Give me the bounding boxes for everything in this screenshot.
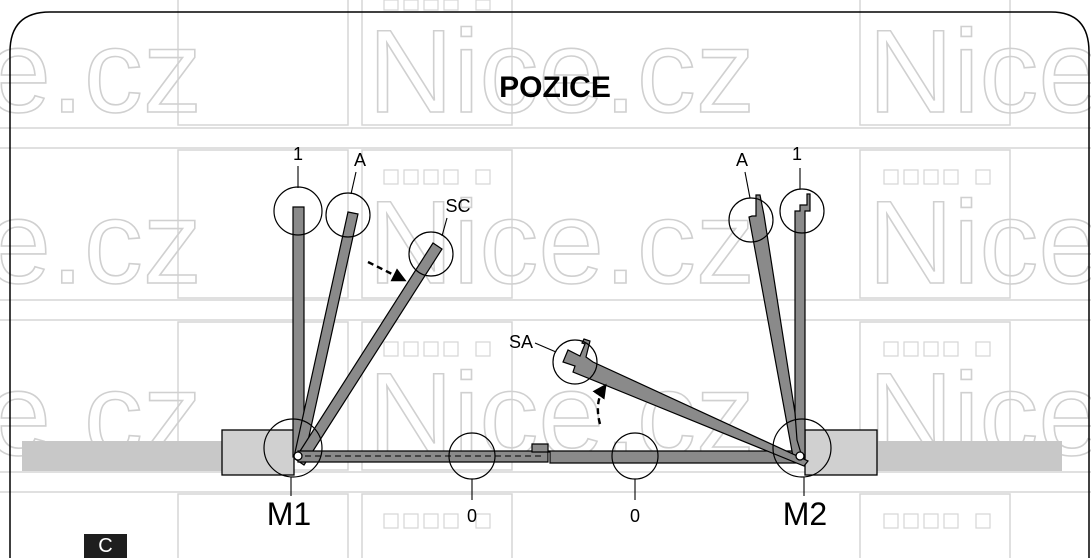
watermark-text: Nice.cz: [868, 177, 1091, 309]
position-circles: [263, 186, 832, 480]
figure-letter-badge: C: [84, 534, 127, 558]
leaf-right-position-sa: [562, 338, 809, 467]
label-sa: SA: [509, 332, 533, 352]
watermark-text: Nice.cz: [0, 6, 202, 138]
diagram-title: POZICE: [499, 71, 611, 104]
leaf-right-position-a: [748, 194, 804, 463]
right-gate-leaves: [531, 193, 811, 467]
circle-m1: [263, 418, 323, 478]
leaf-left-position-sc: [294, 242, 443, 466]
motor-box-right: [804, 429, 878, 476]
leader-lines: [290, 166, 805, 500]
circle-m2: [772, 418, 832, 478]
hinge-left: [293, 451, 303, 461]
wall-left: [22, 441, 224, 471]
circle-sa: [552, 339, 598, 385]
wall-right: [877, 441, 1062, 471]
label-right-1: 1: [792, 144, 802, 164]
watermark-text: Nice.cz: [368, 6, 755, 138]
circle-left-a: [325, 192, 371, 238]
diagram-frame: [9, 11, 1090, 558]
left-gate-leaves: [292, 206, 549, 466]
circle-right-1: [779, 188, 825, 234]
label-left-sc: SC: [445, 196, 470, 216]
circle-right-a: [728, 197, 774, 243]
label-left-a: A: [354, 150, 366, 170]
motor-box-left: [221, 429, 295, 476]
watermark-text: Nice.cz: [868, 6, 1091, 138]
watermark-small-squares: [383, 0, 991, 529]
label-motor-m1: M1: [267, 496, 311, 532]
label-closed-left: 0: [467, 506, 477, 526]
hinge-right: [795, 451, 805, 461]
label-left-1: 1: [293, 144, 303, 164]
label-right-a: A: [736, 150, 748, 170]
closing-arrow-sc: [367, 260, 407, 282]
watermark-grid-lines: [0, 127, 1091, 493]
opening-arrow-sa: [592, 383, 607, 425]
watermark-text: Nice.cz: [0, 177, 202, 309]
circle-left-sc: [408, 231, 454, 277]
leaf-right-position-1: [794, 193, 811, 459]
label-motor-m2: M2: [783, 496, 827, 532]
label-closed-right: 0: [630, 506, 640, 526]
watermark-text: Nice.cz: [368, 177, 755, 309]
